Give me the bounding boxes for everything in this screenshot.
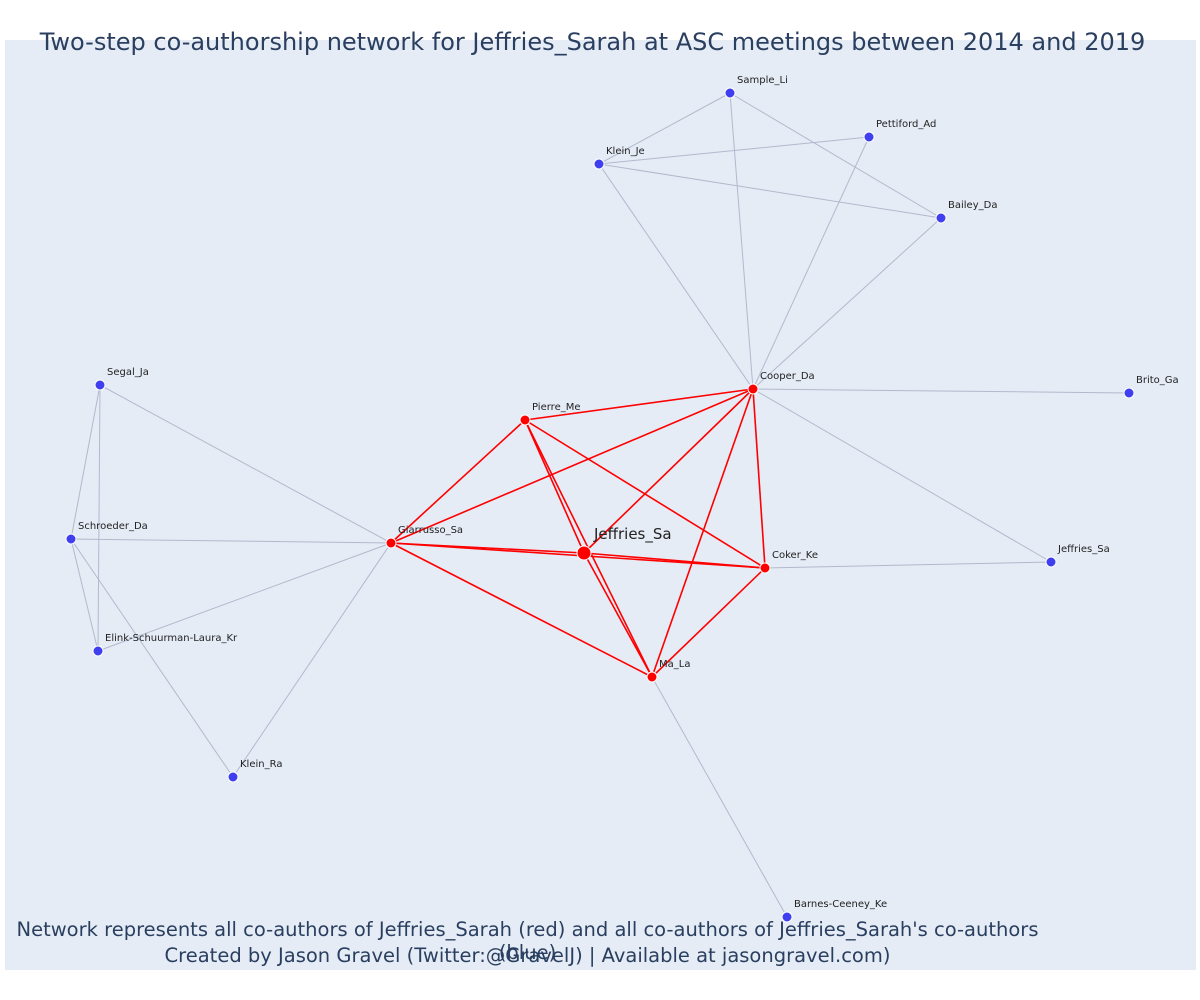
node-sample[interactable] [724,87,736,99]
node-bailey[interactable] [935,212,947,224]
edge-schroeder-elink [70,538,99,652]
node-schroeder[interactable] [65,533,77,545]
edge-klein_je-bailey [598,163,942,219]
node-ma[interactable] [646,671,658,683]
edge-giarrusso-ma [390,542,653,678]
node-pettiford[interactable] [863,131,875,143]
edge-coker-ma [651,567,766,678]
node-jeffries_center[interactable] [576,545,592,561]
edge-pierre-jeffries_center [524,419,585,554]
edge-cooper-jeffries_other [752,388,1052,563]
edge-cooper-jeffries_center [583,388,754,554]
edge-pierre-giarrusso [390,419,526,544]
edge-jeffries_center-ma [583,552,653,678]
edge-segal-schroeder [70,384,101,540]
edge-sample-bailey [729,92,942,219]
node-label-klein_je: Klein_Je [606,146,645,157]
node-label-brito: Brito_Ga [1136,375,1179,386]
node-coker[interactable] [759,562,771,574]
node-jeffries_other[interactable] [1045,556,1057,568]
footer-note: Network represents all co-authors of Jef… [16,918,1039,964]
node-label-jeffries_other: Jeffries_Sa [1057,544,1110,555]
node-label-elink: Elink-Schuurman-Laura_Kr [105,633,238,644]
edge-elink-giarrusso [97,542,392,652]
edge-cooper-coker [752,388,766,569]
node-label-sample: Sample_Li [737,75,788,86]
node-cooper[interactable] [747,383,759,395]
node-elink[interactable] [92,645,104,657]
chart-title: Two-step co-authorship network for Jeffr… [39,28,1146,56]
edge-layer [70,92,1130,918]
edge-sample-cooper [729,92,754,390]
node-klein_ra[interactable] [227,771,239,783]
edge-schroeder-giarrusso [70,538,392,544]
edge-cooper-ma [651,388,754,678]
node-label-coker: Coker_Ke [772,550,818,561]
node-segal[interactable] [94,379,106,391]
node-klein_je[interactable] [593,158,605,170]
footer-credit: Created by Jason Gravel (Twitter:@Gravel… [164,944,891,967]
edge-cooper-brito [752,388,1130,394]
edge-segal-elink [97,384,101,652]
plot-area [5,40,1196,970]
label-layer: Jeffries_Sa Pierre_Me Cooper_DaGiarrusso_S… [78,75,1179,910]
node-label-cooper: Cooper_Da [760,371,815,382]
node-label-ma: Ma_La [659,659,690,670]
edge-coker-jeffries_other [764,561,1052,569]
edge-klein_ra-giarrusso [232,542,392,778]
node-barnes[interactable] [781,911,793,923]
node-label-pettiford: Pettiford_Ad [876,119,936,130]
edge-schroeder-klein_ra [70,538,234,778]
edge-cooper-giarrusso [390,388,754,544]
node-label-segal: Segal_Ja [107,367,149,378]
node-label-schroeder: Schroeder_Da [78,521,148,532]
node-layer [65,87,1135,923]
node-giarrusso[interactable] [385,537,397,549]
edge-klein_je-pettiford [598,136,870,165]
node-label-klein_ra: Klein_Ra [240,759,282,770]
edge-bailey-cooper [752,217,942,390]
node-label-barnes: Barnes-Ceeney_Ke [794,899,887,910]
edge-pettiford-cooper [752,136,870,390]
node-label-jeffries_center: Jeffries_Sa [593,525,672,544]
edge-ma-barnes [651,676,788,918]
node-label-pierre: Pierre_Me [532,402,581,413]
edge-jeffries_center-coker [583,552,766,569]
node-pierre[interactable] [519,414,531,426]
node-brito[interactable] [1123,387,1135,399]
edge-pierre-cooper [524,388,754,421]
edge-segal-giarrusso [99,384,392,544]
node-label-giarrusso: Giarrusso_Sa [398,525,463,536]
node-label-bailey: Bailey_Da [948,200,997,211]
edge-klein_je-cooper [598,163,754,390]
edge-sample-klein_je [598,92,731,165]
